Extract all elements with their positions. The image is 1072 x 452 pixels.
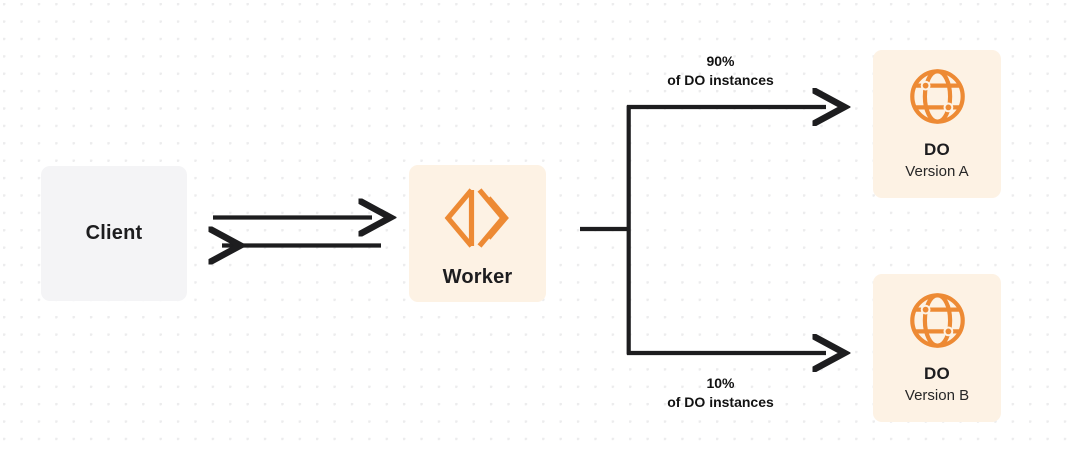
node-do-version-a[interactable]: DO Version A (873, 50, 1001, 198)
edge-label-top-caption: of DO instances (667, 72, 774, 88)
globe-icon (908, 67, 967, 126)
do-b-title: DO (924, 364, 950, 383)
edge-label-top: 90% of DO instances (655, 52, 786, 90)
node-client[interactable]: Client (41, 166, 187, 301)
client-label: Client (85, 222, 143, 244)
edge-label-bottom-percent: 10% (706, 375, 735, 391)
edge-label-top-percent: 90% (706, 53, 735, 69)
node-worker[interactable]: Worker (409, 165, 546, 302)
do-a-title: DO (924, 140, 950, 159)
worker-label: Worker (442, 266, 513, 288)
node-do-version-b[interactable]: DO Version B (873, 274, 1001, 422)
globe-icon (908, 291, 967, 350)
do-b-subtitle: Version B (904, 387, 970, 404)
edge-label-bottom: 10% of DO instances (655, 374, 786, 412)
cloudflare-workers-icon (442, 187, 514, 249)
edge-label-bottom-caption: of DO instances (667, 394, 774, 410)
do-a-subtitle: Version A (905, 163, 969, 180)
